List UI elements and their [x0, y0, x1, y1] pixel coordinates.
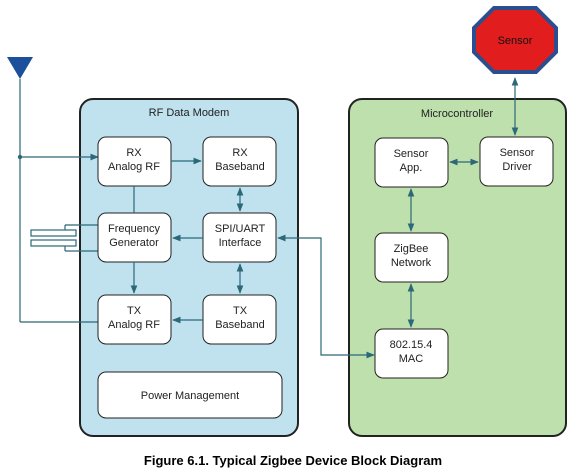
rx-analog-rf-line2: Analog RF [108, 161, 160, 173]
spi-uart-line1: SPI/UART [215, 223, 266, 235]
tx-baseband-line1: TX [233, 305, 248, 317]
sensor-driver-line1: Sensor [500, 147, 535, 159]
rf-modem-title: RF Data Modem [149, 107, 230, 119]
sensor-driver-line2: Driver [502, 161, 532, 173]
sensor-octagon [472, 6, 558, 74]
mac-spi-link [277, 234, 375, 359]
rx-baseband-block [202, 136, 277, 187]
mac-block [374, 328, 449, 379]
frequency-generator-line1: Frequency [108, 223, 160, 235]
power-management-block [97, 371, 283, 419]
power-management-label: Power Management [141, 390, 239, 402]
rx-baseband-line1: RX [232, 147, 248, 159]
zigbee-network-line2: Network [391, 257, 432, 269]
zigbee-network-line1: ZigBee [394, 243, 429, 255]
tx-analog-rf-block [97, 294, 172, 345]
figure-caption: Figure 6.1. Typical Zigbee Device Block … [144, 453, 442, 468]
sensor-driver-block [479, 136, 554, 187]
crystal-icon [30, 224, 98, 252]
sensor-app-line2: App. [400, 162, 423, 174]
sensor-app-line1: Sensor [394, 148, 429, 160]
rx-baseband-line2: Baseband [215, 161, 265, 173]
mac-line1: 802.15.4 [390, 339, 433, 351]
frequency-generator-line2: Generator [109, 237, 159, 249]
mac-line2: MAC [399, 353, 424, 365]
microcontroller-title: Microcontroller [421, 108, 493, 120]
spi-uart-line2: Interface [219, 237, 262, 249]
tx-analog-rf-line2: Analog RF [108, 319, 160, 331]
sensor-label: Sensor [498, 35, 533, 47]
zigbee-network-block [374, 232, 449, 283]
antenna-icon [7, 57, 33, 322]
tx-baseband-line2: Baseband [215, 319, 265, 331]
sensor-app-block [374, 137, 449, 188]
rx-analog-rf-line1: RX [126, 147, 142, 159]
tx-analog-rf-line1: TX [127, 305, 142, 317]
